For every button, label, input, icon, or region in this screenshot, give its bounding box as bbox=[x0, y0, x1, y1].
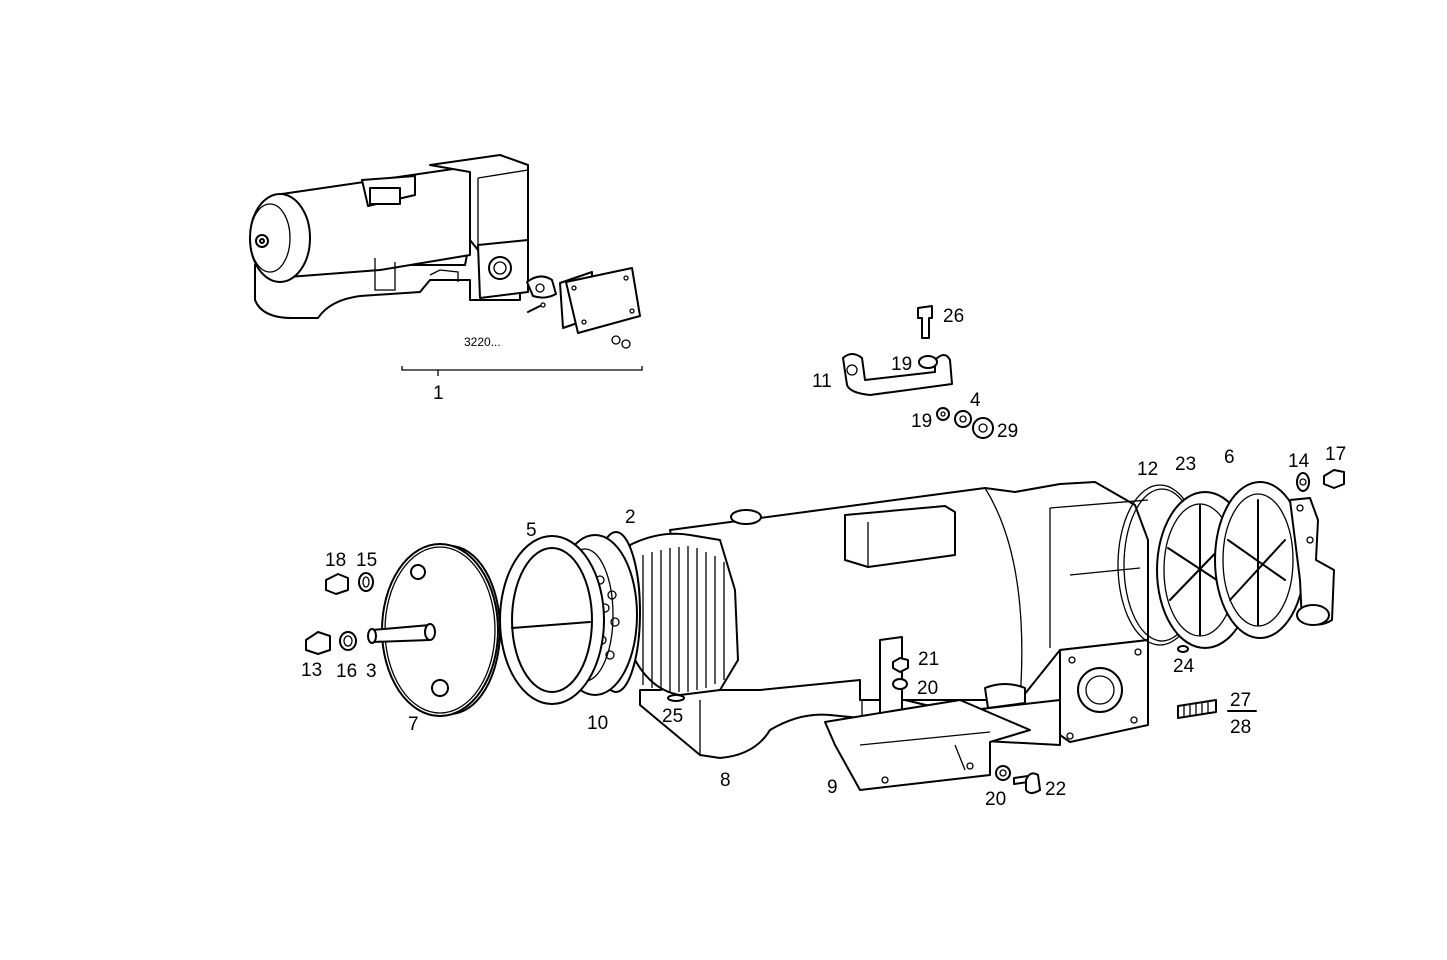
callout-29: 29 bbox=[997, 421, 1018, 442]
callout-3: 3 bbox=[366, 661, 377, 682]
callout-21: 21 bbox=[918, 649, 939, 670]
callout-11: 11 bbox=[812, 371, 832, 392]
callout-5: 5 bbox=[526, 520, 537, 541]
callout-8: 8 bbox=[720, 770, 731, 791]
callout-27: 27 bbox=[1230, 690, 1251, 711]
callout-14: 14 bbox=[1288, 451, 1310, 472]
callout-24: 24 bbox=[1173, 656, 1195, 677]
callout-4: 4 bbox=[970, 390, 981, 411]
callout-17: 17 bbox=[1325, 444, 1346, 465]
callout-16: 16 bbox=[336, 661, 357, 682]
callout-28: 28 bbox=[1230, 717, 1251, 738]
callout-20-lower: 20 bbox=[985, 789, 1006, 810]
callout-22: 22 bbox=[1045, 779, 1066, 800]
callout-2: 2 bbox=[625, 507, 636, 528]
support-bracket-drawing bbox=[842, 305, 994, 439]
callout-10: 10 bbox=[587, 713, 608, 734]
callout-6: 6 bbox=[1224, 447, 1235, 468]
callout-19-upper: 19 bbox=[891, 354, 912, 375]
callout-25: 25 bbox=[662, 706, 683, 727]
callout-20-upper: 20 bbox=[917, 678, 938, 699]
inset-assembly-drawing bbox=[249, 154, 643, 376]
callout-26: 26 bbox=[943, 306, 964, 327]
callout-18: 18 bbox=[325, 550, 346, 571]
callout-1: 1 bbox=[433, 383, 444, 404]
main-assembly-drawing bbox=[305, 469, 1345, 794]
callout-7: 7 bbox=[408, 714, 419, 735]
callout-15: 15 bbox=[356, 550, 377, 571]
callout-9: 9 bbox=[827, 777, 838, 798]
callout-23: 23 bbox=[1175, 454, 1196, 475]
callout-12: 12 bbox=[1137, 459, 1158, 480]
callout-19-lower: 19 bbox=[911, 411, 932, 432]
inset-part-code: 3220... bbox=[464, 335, 501, 349]
callout-13: 13 bbox=[301, 660, 322, 681]
